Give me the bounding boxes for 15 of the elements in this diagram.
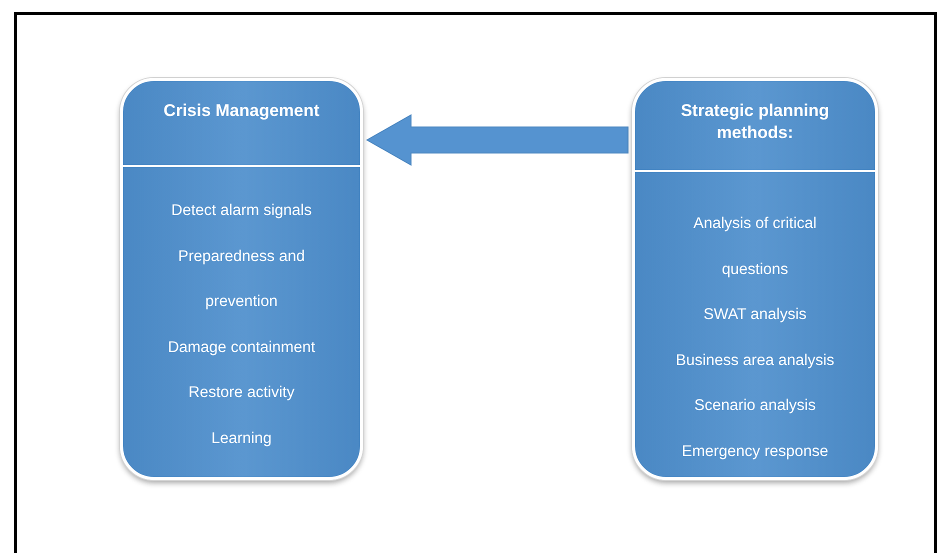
list-item: Preparedness and prevention (177, 246, 306, 312)
card-heading: Crisis Management (164, 100, 320, 122)
list-item: SWAT analysis (702, 305, 808, 325)
list-item: Restore activity (188, 383, 296, 403)
rounded-card (120, 78, 363, 480)
card-heading: Strategic planning methods: (680, 100, 830, 144)
list-item: Damage containment (166, 338, 316, 358)
list-item: Detect alarm signals (170, 201, 313, 221)
block-arrow (366, 114, 628, 166)
list-item: Scenario analysis (693, 396, 817, 416)
list-item: Learning (210, 428, 273, 448)
list-item: Business area analysis (674, 350, 836, 370)
rounded-card (632, 78, 878, 480)
list-item: Analysis of critical questions (692, 214, 818, 280)
list-item: Emergency response (680, 442, 830, 462)
